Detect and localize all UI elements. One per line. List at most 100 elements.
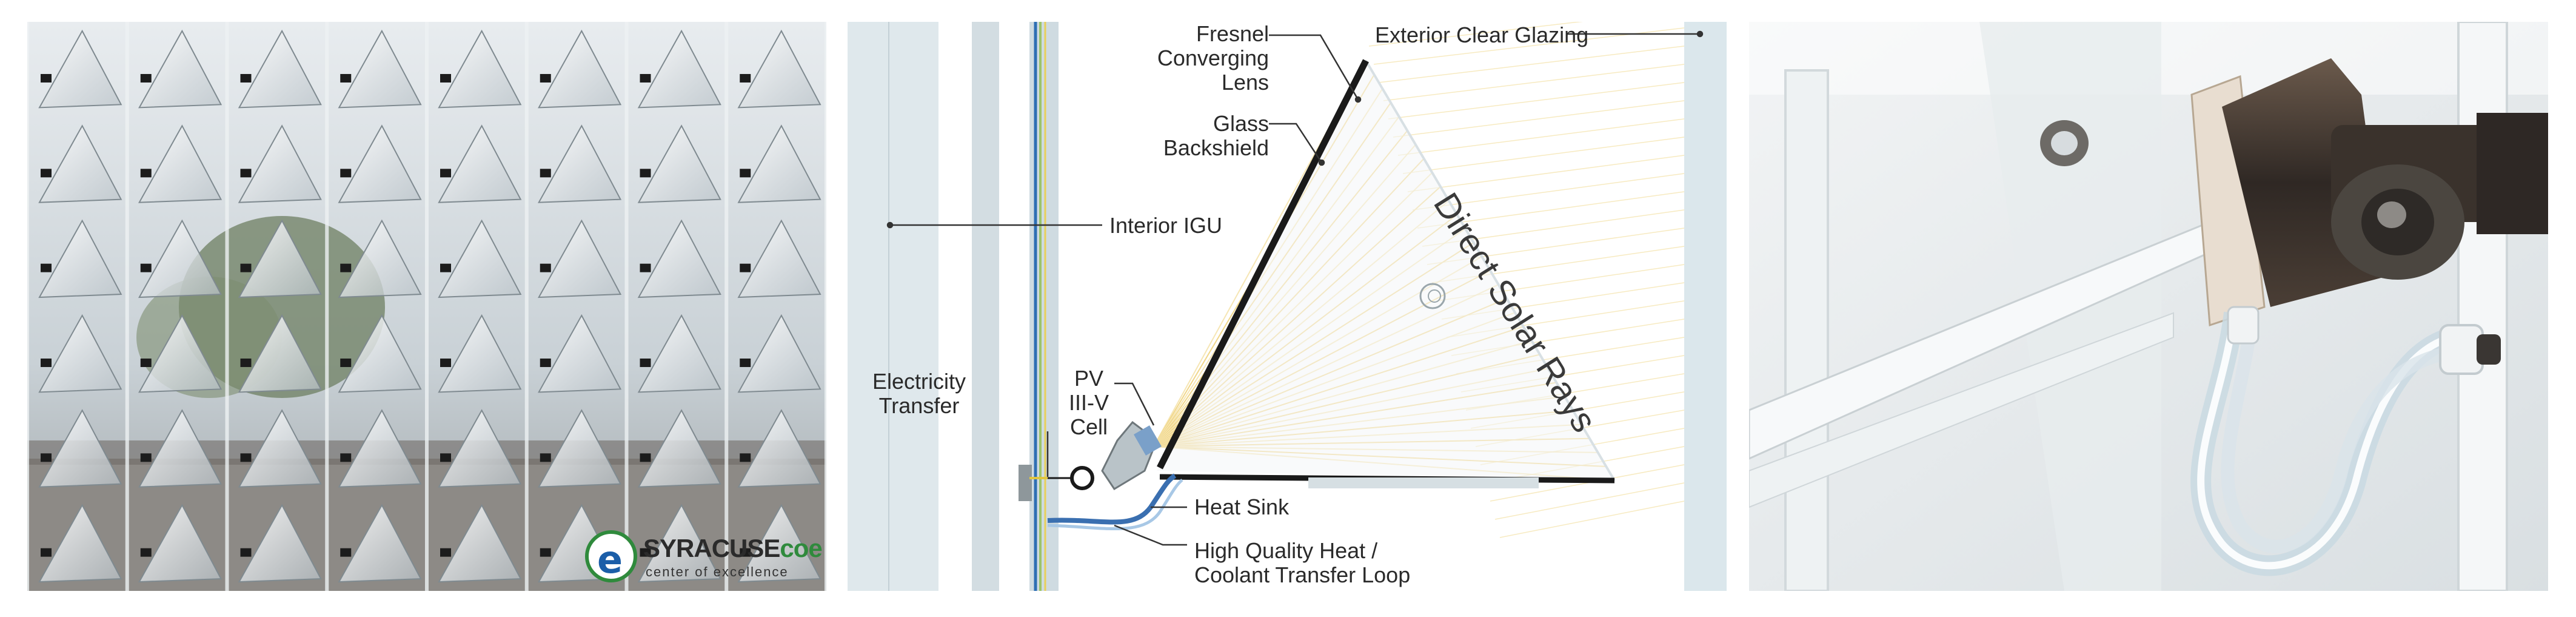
- module-clip: [140, 548, 152, 557]
- module-clip: [640, 548, 651, 557]
- concentrator-module: [38, 314, 122, 393]
- module-clip: [440, 169, 451, 178]
- module-clip: [240, 453, 252, 462]
- module-clip: [41, 548, 52, 557]
- module-clip: [340, 358, 352, 367]
- module-clip: [740, 73, 751, 83]
- detail-photo: [1749, 22, 2548, 591]
- label-exterior-clear-glazing: Exterior Clear Glazing: [1375, 22, 1589, 47]
- module-clip: [41, 453, 52, 462]
- concentrator-module: [238, 219, 322, 298]
- module-clip: [440, 358, 451, 367]
- concentrator-module: [138, 124, 222, 203]
- outer-glass-pane: [1029, 22, 1059, 591]
- module-clip: [540, 453, 551, 462]
- label-glass-backshield: Glass Backshield: [1163, 111, 1269, 160]
- module-clip: [640, 169, 651, 178]
- module-clip: [240, 263, 252, 272]
- label-pv-cell: PV III-V Cell: [1068, 366, 1109, 439]
- module-clip: [540, 263, 551, 272]
- label-heat-sink: Heat Sink: [1194, 494, 1290, 519]
- label-electricity-transfer: Electricity Transfer: [872, 369, 966, 418]
- module-clip: [340, 169, 352, 178]
- label-interior-igu: Interior IGU: [1109, 213, 1223, 238]
- concentrator-module: [538, 219, 622, 298]
- module-clip: [140, 169, 152, 178]
- module-clip: [440, 73, 451, 83]
- concentrator-module: [338, 124, 422, 203]
- concentrator-module: [438, 124, 522, 203]
- concentrator-module: [138, 409, 222, 488]
- concentrator-module: [338, 504, 422, 583]
- concentrator-module: [637, 314, 721, 393]
- concentrator-module: [438, 29, 522, 109]
- module-clip: [540, 169, 551, 178]
- concentrator-module: [338, 314, 422, 393]
- module-clip: [41, 358, 52, 367]
- module-clip: [340, 548, 352, 557]
- concentrator-module: [737, 29, 821, 109]
- concentrator-module: [38, 29, 122, 109]
- concentrator-module: [238, 124, 322, 203]
- electrical-connector: [1070, 466, 1094, 490]
- module-clip: [740, 453, 751, 462]
- glass-backshield: [1157, 59, 1369, 470]
- concentrator-module: [438, 504, 522, 583]
- concentrator-module: [238, 314, 322, 393]
- module-clip: [540, 548, 551, 557]
- concentrator-module: [538, 409, 622, 488]
- concentrator-module: [238, 409, 322, 488]
- concentrator-module: [38, 219, 122, 298]
- concentrator-module: [138, 219, 222, 298]
- module-clip: [140, 73, 152, 83]
- module-clip: [640, 73, 651, 83]
- label-coolant-loop: High Quality Heat / Coolant Transfer Loo…: [1194, 538, 1411, 587]
- pv-cell: [1134, 425, 1162, 456]
- module-clip: [440, 453, 451, 462]
- module-clip: [640, 358, 651, 367]
- logo-emblem: e: [585, 530, 637, 582]
- concentrator-module: [637, 504, 721, 583]
- module-clip: [240, 548, 252, 557]
- diagram-drawing: [848, 22, 1727, 591]
- concentrator-module: [637, 409, 721, 488]
- module-clip: [240, 358, 252, 367]
- interior-igu-pane: [848, 22, 938, 591]
- concentrator-module: [637, 219, 721, 298]
- inner-glass-pane: [972, 22, 999, 591]
- system-diagram: Fresnel Converging Lens Exterior Clear G…: [848, 22, 1727, 591]
- syracuse-coe-logo: e SYRACUSEcoe center of excellence: [585, 530, 823, 586]
- module-clip: [640, 453, 651, 462]
- concentrator-module: [438, 314, 522, 393]
- module-clip: [140, 263, 152, 272]
- concentrator-module: [338, 409, 422, 488]
- module-clip: [740, 263, 751, 272]
- module-clip: [41, 263, 52, 272]
- concentrator-module: [138, 314, 222, 393]
- concentrator-module: [637, 29, 721, 109]
- module-clip: [240, 169, 252, 178]
- module-clip: [440, 263, 451, 272]
- exterior-clear-glazing: [1684, 22, 1727, 591]
- logo-brand: SYRACUSEcoe: [643, 534, 823, 562]
- concentrator-module: [737, 314, 821, 393]
- concentrator-module: [438, 219, 522, 298]
- label-fresnel-lens: Fresnel Converging Lens: [1157, 22, 1269, 95]
- module-clip: [740, 358, 751, 367]
- concentrator-module: [238, 504, 322, 583]
- concentrator-module: [737, 219, 821, 298]
- concentrator-module: [38, 409, 122, 488]
- detail-photo-illustration: [1749, 22, 2548, 591]
- concentrator-module: [38, 504, 122, 583]
- concentrator-module: [38, 124, 122, 203]
- concentrator-module: [438, 409, 522, 488]
- concentrator-module: [637, 124, 721, 203]
- concentrator-module: [138, 29, 222, 109]
- module-clip: [41, 169, 52, 178]
- concentrator-module: [737, 504, 821, 583]
- module-clip: [340, 453, 352, 462]
- module-clip: [340, 263, 352, 272]
- module-clip: [440, 548, 451, 557]
- module-clip: [140, 358, 152, 367]
- module-clip: [740, 169, 751, 178]
